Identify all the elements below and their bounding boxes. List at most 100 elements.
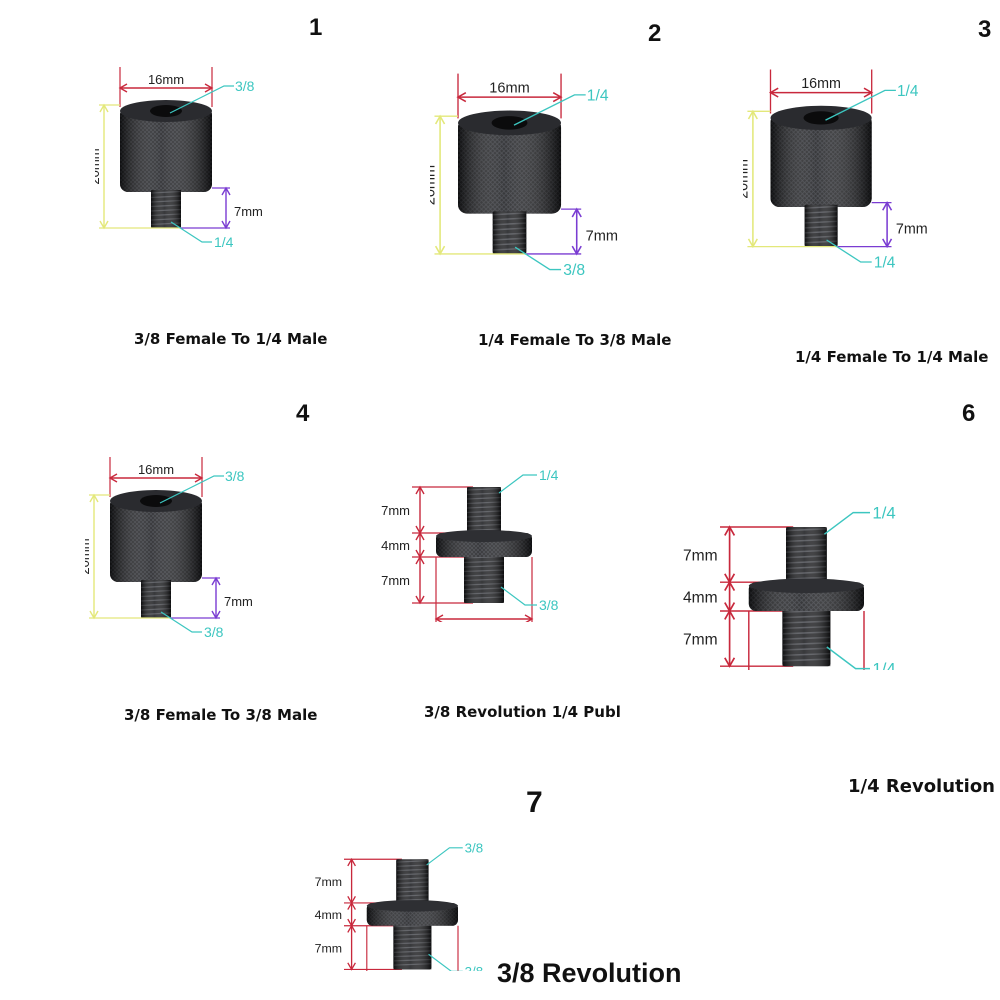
arrow-head	[434, 114, 446, 125]
arrow-head	[347, 857, 356, 867]
width-label: 16mm	[801, 76, 841, 92]
callout-line	[826, 646, 871, 670]
arrow-head	[882, 238, 893, 249]
stud-length-label: 7mm	[224, 594, 253, 609]
callout-line	[826, 239, 872, 263]
arrow-head	[571, 207, 582, 218]
thread-shade	[396, 859, 429, 905]
thread-bottom-label: 3/8	[465, 964, 484, 971]
arrow-head	[89, 493, 99, 503]
width-label: 16mm	[138, 462, 174, 477]
flange-label: 4mm	[381, 538, 410, 553]
arrow-head	[99, 103, 109, 113]
width-label: 16mm	[148, 72, 184, 87]
callout-line	[426, 847, 463, 866]
thread-shade	[467, 487, 501, 535]
callout-line	[160, 611, 202, 633]
thread-shade	[151, 190, 181, 228]
arrow-head	[221, 186, 231, 196]
callout-line	[513, 94, 586, 126]
double-adapter-figure: 7mm4mm7mm16mm1/43/8	[372, 452, 602, 638]
flange-top	[748, 578, 864, 593]
product-caption: 1/4 Female To 1/4 Male	[795, 348, 989, 366]
arrow-head	[552, 91, 563, 103]
thread-top-label: 3/8	[235, 78, 255, 94]
thread-top-label: 1/4	[539, 467, 559, 483]
top-stud-label: 7mm	[381, 503, 410, 518]
arrow-head	[747, 238, 758, 249]
adapter-drawing: 7mm4mm7mm16mm1/43/8	[381, 467, 559, 638]
item-number: 3	[978, 16, 992, 43]
arrow-head	[415, 555, 425, 565]
arrow-head	[347, 901, 356, 910]
flange-label: 4mm	[683, 590, 718, 607]
callout-line	[169, 85, 234, 114]
bottom-stud-label: 7mm	[683, 632, 718, 649]
item-number: 7	[526, 786, 543, 819]
arrow-head	[456, 91, 467, 103]
arrow-head	[571, 245, 582, 256]
height-label: 20mm	[430, 165, 438, 205]
bottom-stud-label: 7mm	[315, 941, 342, 955]
double-adapter-figure: 7mm4mm7mm16mm3/83/8	[306, 826, 526, 1000]
thread-shade	[464, 555, 504, 603]
width-label: 16mm	[489, 81, 529, 97]
thread-top-label: 1/4	[872, 504, 895, 523]
arrow-head	[524, 614, 534, 624]
adapter-drawing: 7mm4mm7mm16mm3/83/8	[315, 841, 484, 1000]
thread-bottom-label: 3/8	[204, 624, 224, 640]
callout-line	[159, 475, 224, 504]
callout-line	[825, 89, 896, 121]
height-label: 20mm	[85, 538, 92, 574]
thread-top-label: 3/8	[225, 468, 245, 484]
arrow-head	[211, 610, 221, 620]
body-shade	[120, 107, 212, 192]
arrow-head	[347, 924, 356, 933]
item-number: 4	[296, 400, 310, 427]
arrow-head	[863, 87, 874, 98]
figure-group: 7mm4mm7mm16mm1/41/4	[683, 504, 896, 709]
thread-top-label: 1/4	[587, 87, 609, 104]
arrow-head	[118, 83, 128, 93]
arrow-head	[724, 609, 736, 620]
arrow-head	[768, 87, 779, 98]
bottom-stud-label: 7mm	[381, 573, 410, 588]
thread-shade	[782, 608, 831, 667]
stud-length-label: 7mm	[896, 221, 928, 237]
thread-bottom-label: 3/8	[563, 262, 585, 279]
arrow-head	[747, 109, 758, 120]
thread-bottom-label: 1/4	[874, 255, 896, 272]
thread-shade	[141, 580, 171, 618]
callout-line	[498, 474, 537, 494]
double-adapter-figure: 7mm4mm7mm16mm1/41/4	[672, 485, 922, 709]
product-caption: 1/4 Revolution	[848, 776, 995, 797]
thread-shade	[786, 527, 827, 585]
thread-shade	[492, 211, 527, 254]
arrow-head	[415, 485, 425, 495]
arrow-head	[221, 220, 231, 230]
callout-line	[170, 221, 212, 243]
arrow-head	[724, 525, 736, 536]
thread-bottom-label: 1/4	[214, 234, 234, 250]
product-caption: 3/8 Female To 1/4 Male	[134, 330, 328, 348]
top-stud-label: 7mm	[683, 548, 718, 565]
flange-top	[366, 900, 458, 912]
thread-hole	[140, 495, 172, 507]
item-number: 6	[962, 400, 976, 427]
callout-line	[514, 246, 562, 271]
thread-hole	[150, 105, 182, 117]
stud-length-label: 7mm	[234, 204, 263, 219]
arrow-head	[108, 473, 118, 483]
product-caption: 1/4 Female To 3/8 Male	[478, 331, 672, 349]
arrow-head	[724, 657, 736, 668]
body-shade	[770, 113, 872, 207]
product-caption: 3/8 Revolution	[497, 958, 682, 988]
arrow-head	[89, 610, 99, 620]
